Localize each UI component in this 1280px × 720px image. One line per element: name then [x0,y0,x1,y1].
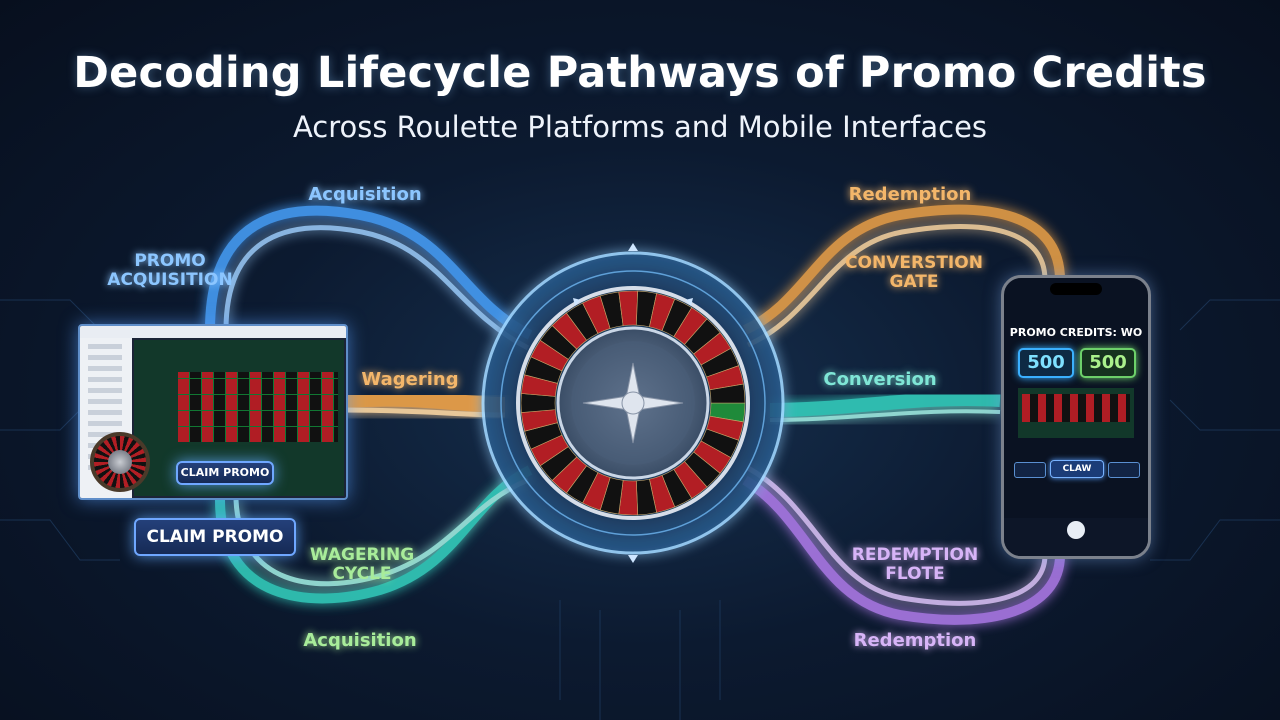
phone-credits-right: 500 [1080,348,1136,378]
circuit-lines [0,299,1280,720]
phone-left-button[interactable] [1014,462,1046,478]
phone-home-button[interactable] [1067,521,1085,539]
label-promo-acquisition: PROMO ACQUISITION [107,251,233,290]
desktop-titlebar [80,326,346,338]
phone-credits-left: 500 [1018,348,1074,378]
label-redemption-top: Redemption [848,184,972,205]
phone-right-button[interactable] [1108,462,1140,478]
label-conversion: Conversion [823,369,937,390]
label-conversion-gate: CONVERSTION GATE [845,253,983,292]
phone-claim-button[interactable]: CLAW [1050,460,1104,478]
desktop-roulette-wheel [90,432,150,492]
blue-ribbon [205,205,533,351]
phone-notch [1050,283,1102,295]
wheel-spindle [582,362,684,444]
teal-right-ribbon [769,391,1001,422]
label-acquisition-top: Acquisition [308,184,422,205]
wheel-pocket [520,393,556,413]
wheel-pocket [709,383,746,404]
orange-ribbon [344,390,506,418]
claim-promo-button[interactable]: CLAIM PROMO [134,518,296,556]
page-subtitle: Across Roulette Platforms and Mobile Int… [292,110,988,144]
desktop-betting-grid[interactable] [178,372,338,442]
orange-right-ribbon [742,204,1065,348]
page-title: Decoding Lifecycle Pathways of Promo Cre… [73,48,1207,98]
roulette-hub [481,243,785,563]
wheel-rim [516,286,750,520]
desktop-claim-promo-button[interactable]: CLAIM PROMO [176,461,274,485]
mobile-phone: PROMO CREDITS: WO 500 500 CLAW [1001,275,1151,559]
wheel-pockets [516,286,750,520]
label-acquisition-bottom: Acquisition [303,630,417,651]
violet-ribbon [742,465,1065,625]
phone-betting-grid[interactable] [1022,394,1130,422]
label-redemption-flote: REDEMPTION FLOTE [851,545,979,584]
teal-ribbon [215,465,533,604]
phone-credits-header: PROMO CREDITS: WO [1009,326,1143,339]
label-wagering: Wagering [361,369,459,390]
label-wagering-cycle: WAGERING CYCLE [309,545,415,584]
label-redemption-bottom: Redemption [853,630,977,651]
